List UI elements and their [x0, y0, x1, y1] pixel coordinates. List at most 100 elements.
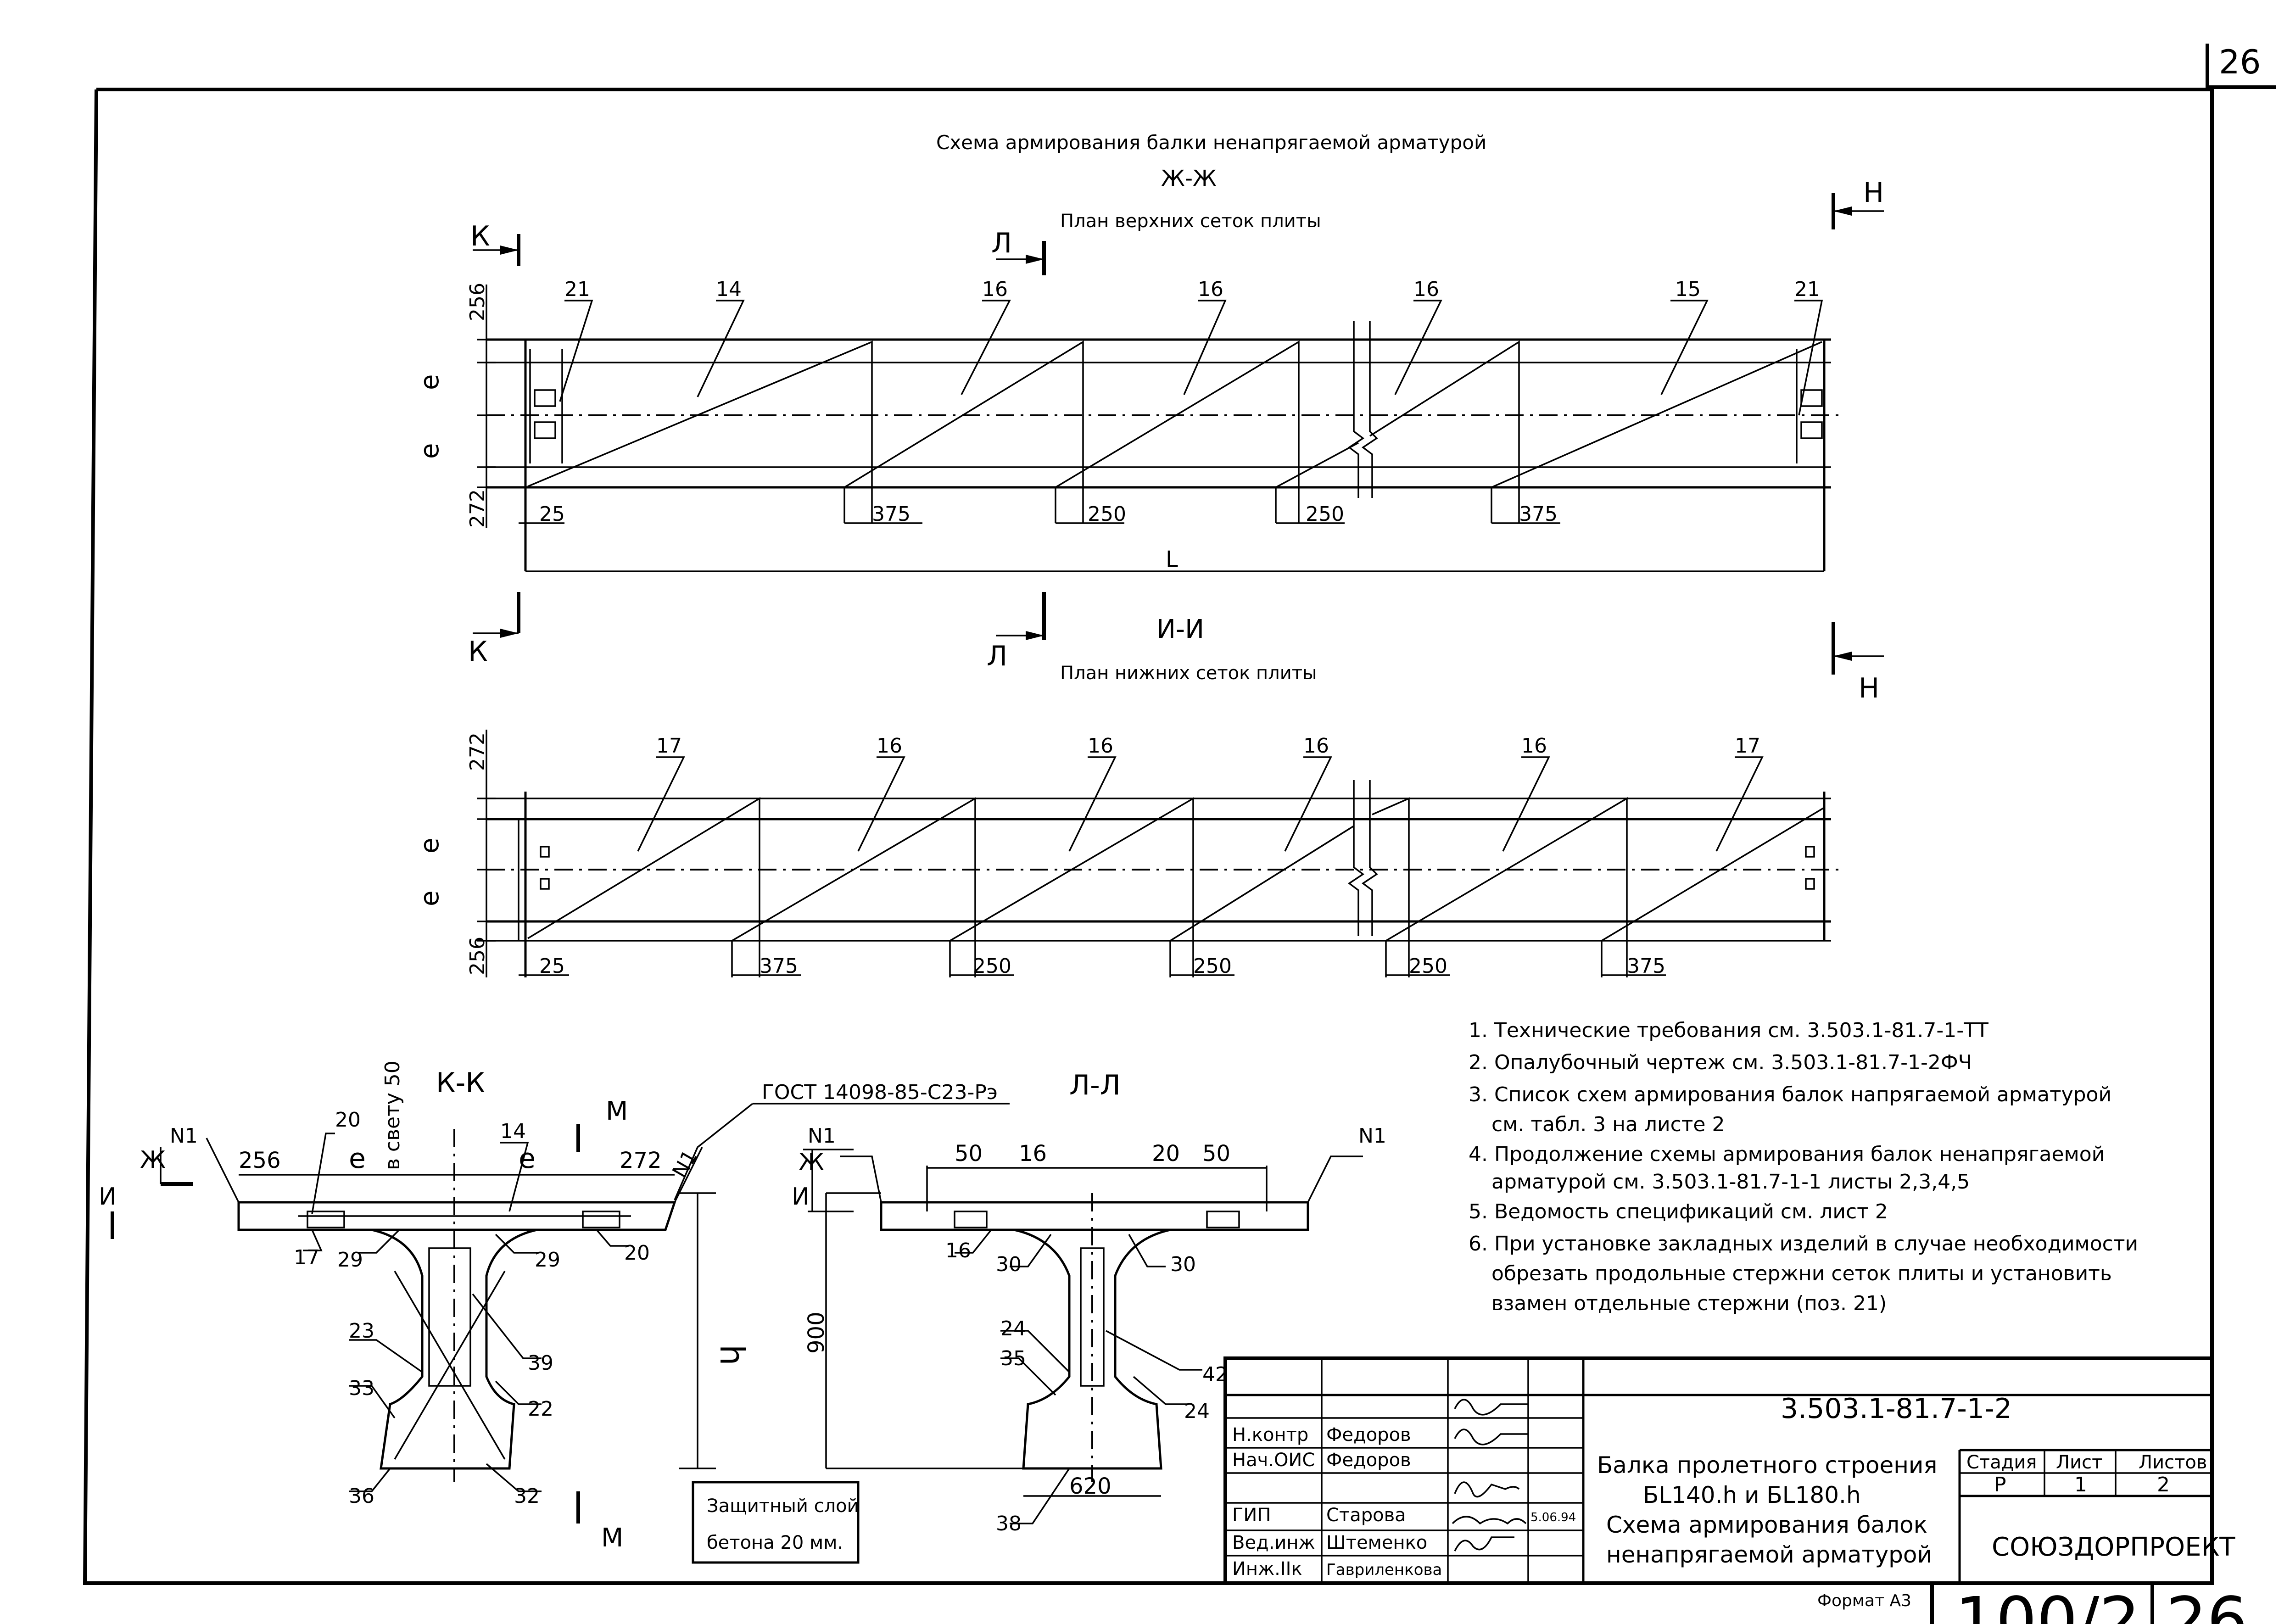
plan-top-pos-3: 16 — [982, 278, 1008, 301]
section-kk-pos-20a: 20 — [335, 1108, 361, 1132]
section-ll-label: Л-Л — [1069, 1069, 1121, 1101]
note-3: 3. Список схем армирования балок напряга… — [1469, 1083, 2111, 1106]
title-name-5: Гавриленкова — [1326, 1561, 1442, 1579]
title-name-3: Старова — [1326, 1505, 1406, 1526]
section-ll-pos-38: 38 — [996, 1512, 1022, 1535]
section-ll-pos-30a: 30 — [996, 1253, 1022, 1276]
note-2: 2. Опалубочный чертеж см. 3.503.1-81.7-1… — [1469, 1051, 1972, 1074]
section-kk-pos-33: 33 — [349, 1377, 374, 1400]
plan-top-pos-5: 16 — [1413, 278, 1439, 301]
plan-top-pos-6: 15 — [1675, 278, 1701, 301]
plan-bottom-dim-375: 375 — [760, 954, 798, 978]
section-ll-cut-i: И — [792, 1183, 810, 1211]
section-kk-pos-20b: 20 — [624, 1241, 650, 1265]
plan-bottom-dim-375b: 375 — [1627, 954, 1665, 978]
section-kk-dim-256: 256 — [239, 1148, 281, 1173]
section-ll-drawing — [803, 1149, 1363, 1524]
note-3b: см. табл. 3 на листе 2 — [1491, 1113, 1725, 1136]
cut-markers-top — [473, 193, 1884, 675]
plan-top-dim-e-1: e — [415, 374, 445, 390]
section-kk-pos-17: 17 — [294, 1246, 319, 1269]
section-ll-dim-900: 900 — [804, 1311, 829, 1354]
title-sheets: 2 — [2157, 1473, 2170, 1496]
section-kk-label: К-К — [436, 1067, 485, 1099]
section-kk-dim-e-2: e — [519, 1143, 536, 1175]
title-role-5: Инж.IIк — [1232, 1558, 1302, 1579]
section-kk-pos-32: 32 — [514, 1484, 540, 1508]
title-name-1: Федоров — [1326, 1424, 1411, 1445]
cut-k-bottom: К — [468, 636, 488, 668]
plan-top-length: L — [1166, 547, 1178, 572]
drawing-title: Схема армирования балки ненапрягаемой ар… — [936, 131, 1486, 154]
note-5: 5. Ведомость спецификаций см. лист 2 — [1469, 1200, 1888, 1223]
title-stage: Р — [1994, 1473, 2006, 1496]
section-kk-cut-zh: Ж — [140, 1146, 166, 1174]
section-kk-dim-272: 272 — [620, 1148, 662, 1173]
section-ll-pos-24a: 24 — [1000, 1317, 1026, 1340]
plan-top-pos-1: 21 — [564, 278, 590, 301]
protective-layer-box — [692, 1481, 860, 1564]
section-ll-dim-50-left: 50 — [955, 1141, 983, 1166]
section-kk-n1-left: N1 — [170, 1124, 198, 1148]
title-sheets-label: Листов — [2139, 1452, 2207, 1473]
plan-bottom-dim-256: 256 — [466, 937, 489, 975]
section-ll-n1-right: N1 — [1358, 1124, 1386, 1148]
cut-n-bottom: Н — [1859, 672, 1879, 704]
plan-top-dim-e-2: e — [415, 443, 445, 459]
plan-bottom-pos-4: 16 — [1303, 734, 1329, 758]
section-ll-pos-30b: 30 — [1170, 1253, 1196, 1276]
plan-bottom-pos-6: 17 — [1735, 734, 1760, 758]
plan-top-pos-4: 16 — [1198, 278, 1223, 301]
section-ll-dim-620: 620 — [1069, 1473, 1111, 1499]
title-role-4: Вед.инж — [1232, 1532, 1315, 1553]
notes: 1. Технические требования см. 3.503.1-81… — [1469, 1019, 2138, 1315]
section-kk-cut-i: И — [99, 1183, 117, 1211]
cut-l-bottom: Л — [987, 640, 1007, 672]
plan-bottom-dim-25: 25 — [539, 954, 565, 978]
title-sheet: 1 — [2074, 1473, 2087, 1496]
note-6c: взамен отдельные стержни (поз. 21) — [1491, 1292, 1887, 1315]
section-kk-dim-e-1: e — [349, 1143, 366, 1175]
plan-top-dim-256: 256 — [466, 283, 489, 321]
title-album: 100/2 — [1955, 1584, 2140, 1624]
title-sheet-label: Лист — [2056, 1452, 2102, 1473]
section-ll-dim-50-right: 50 — [1202, 1141, 1230, 1166]
title-name-2: Федоров — [1326, 1450, 1411, 1471]
plan-bottom-dim-250c: 250 — [1409, 954, 1447, 978]
section-ll-pos-24b: 24 — [1184, 1400, 1210, 1423]
plan-bottom-dim-e-1: e — [415, 838, 445, 854]
section-kk-pos-36: 36 — [349, 1484, 374, 1508]
section-kk-cut-m-bottom: М — [601, 1523, 623, 1553]
section-kk-pos-14: 14 — [500, 1120, 526, 1143]
plan-bottom-drawing — [477, 730, 1845, 977]
section-kk-dim-h: h — [713, 1345, 751, 1366]
section-ll-n1-left: N1 — [808, 1124, 836, 1148]
plan-bottom-dim-e-2: e — [415, 891, 445, 906]
protective-layer-line-2: бетона 20 мм. — [707, 1532, 843, 1553]
sheet-frame: 26 — [83, 43, 2276, 1585]
title-format: Формат А3 — [1817, 1591, 1911, 1610]
plan-top-dim-272: 272 — [466, 489, 489, 528]
plan-top-subtitle: План верхних сеток плиты — [1060, 211, 1321, 232]
title-org: СОЮЗДОРПРОЕКТ — [1992, 1532, 2235, 1562]
section-ll-pos-16: 16 — [945, 1239, 971, 1262]
section-kk-gost: ГОСТ 14098-85-С23-Рэ — [762, 1081, 998, 1104]
protective-layer-line-1: Защитный слой — [707, 1496, 859, 1517]
section-ll-dim-20: 20 — [1152, 1141, 1180, 1166]
title-desc-2: БL140.h и БL180.h — [1643, 1482, 1861, 1508]
title-doc-code: 3.503.1-81.7-1-2 — [1781, 1393, 2012, 1425]
plan-bottom-dim-272: 272 — [466, 732, 489, 771]
note-6: 6. При установке закладных изделий в слу… — [1469, 1232, 2138, 1256]
page-number-top: 26 — [2219, 43, 2261, 81]
cut-n-top: Н — [1863, 177, 1884, 209]
title-role-1: Н.контр — [1232, 1424, 1308, 1445]
plan-top-section-label: Ж-Ж — [1161, 166, 1217, 191]
note-1: 1. Технические требования см. 3.503.1-81… — [1469, 1019, 1988, 1042]
note-4: 4. Продолжение схемы армирования балок н… — [1469, 1143, 2105, 1166]
section-kk-pos-23: 23 — [349, 1319, 374, 1343]
title-page: 26 — [2166, 1584, 2248, 1624]
plan-bottom-section-label: И-И — [1156, 614, 1204, 644]
note-4b: арматурой см. 3.503.1-81.7-1-1 листы 2,3… — [1491, 1170, 1970, 1194]
title-date-3: 5.06.94 — [1530, 1511, 1576, 1524]
